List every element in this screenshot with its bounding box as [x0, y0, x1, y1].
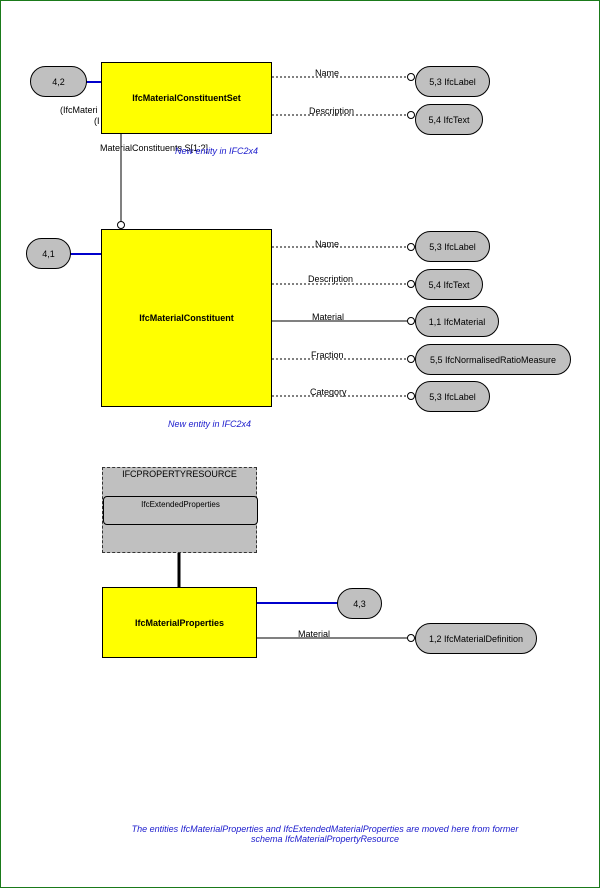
entity-material-properties[interactable]: IfcMaterialProperties	[102, 587, 257, 658]
schema-ifcpropertyresource[interactable]: IFCPROPERTYRESOURCE IfcExtendedPropertie…	[102, 467, 258, 553]
entity-material-constituent[interactable]: IfcMaterialConstituent	[101, 229, 272, 407]
constituent-attr-material-type[interactable]: 1,1 IfcMaterial	[415, 306, 499, 337]
constituent-attr-name-label: Name	[315, 239, 340, 249]
constituent-fraction-end	[407, 355, 415, 363]
constituent-material-end	[407, 317, 415, 325]
page-ref-constituent[interactable]: 4,1	[26, 238, 71, 269]
set-attr-description-type[interactable]: 5,4 IfcText	[415, 104, 483, 135]
properties-attr-material-label: Material	[298, 629, 331, 639]
constituent-attr-description-label: Description	[308, 274, 354, 284]
constituent-attr-name-type[interactable]: 5,3 IfcLabel	[415, 231, 490, 262]
constituent-description-end	[407, 280, 415, 288]
constituents-relation-end	[117, 221, 125, 229]
properties-material-end	[407, 634, 415, 642]
page-ref-set[interactable]: 4,2	[30, 66, 87, 97]
inverse-label-fragment-1: (IfcMateri	[60, 105, 98, 115]
constituents-relation-label: MaterialConstituents S[1:?]	[100, 143, 209, 153]
constituent-attr-description-type[interactable]: 5,4 IfcText	[415, 269, 483, 300]
constituent-category-end	[407, 392, 415, 400]
page-ref-properties[interactable]: 4,3	[337, 588, 382, 619]
constituent-attr-category-label: Category	[310, 387, 347, 397]
entity-material-constituent-set[interactable]: IfcMaterialConstituentSet	[101, 62, 272, 134]
set-description-end	[407, 111, 415, 119]
set-new-entity-note: New entity in IFC2x4	[175, 146, 259, 156]
set-attr-name-label: Name	[315, 68, 340, 78]
constituent-attr-material-label: Material	[312, 312, 345, 322]
set-attr-description-label: Description	[309, 106, 355, 116]
constituent-new-entity-note: New entity in IFC2x4	[168, 419, 252, 429]
set-name-end	[407, 73, 415, 81]
set-attr-name-type[interactable]: 5,3 IfcLabel	[415, 66, 490, 97]
constituent-name-end	[407, 243, 415, 251]
schema-title: IFCPROPERTYRESOURCE	[122, 469, 237, 479]
constituent-attr-category-type[interactable]: 5,3 IfcLabel	[415, 381, 490, 412]
properties-attr-material-type[interactable]: 1,2 IfcMaterialDefinition	[415, 623, 537, 654]
footer-note: The entities IfcMaterialProperties and I…	[131, 824, 519, 844]
constituent-attr-fraction-label: Fraction	[311, 350, 344, 360]
resource-item-ifcextendedproperties[interactable]: IfcExtendedProperties	[103, 496, 258, 525]
constituent-attr-fraction-type[interactable]: 5,5 IfcNormalisedRatioMeasure	[415, 344, 571, 375]
inverse-label-fragment-2: (I	[94, 116, 100, 126]
